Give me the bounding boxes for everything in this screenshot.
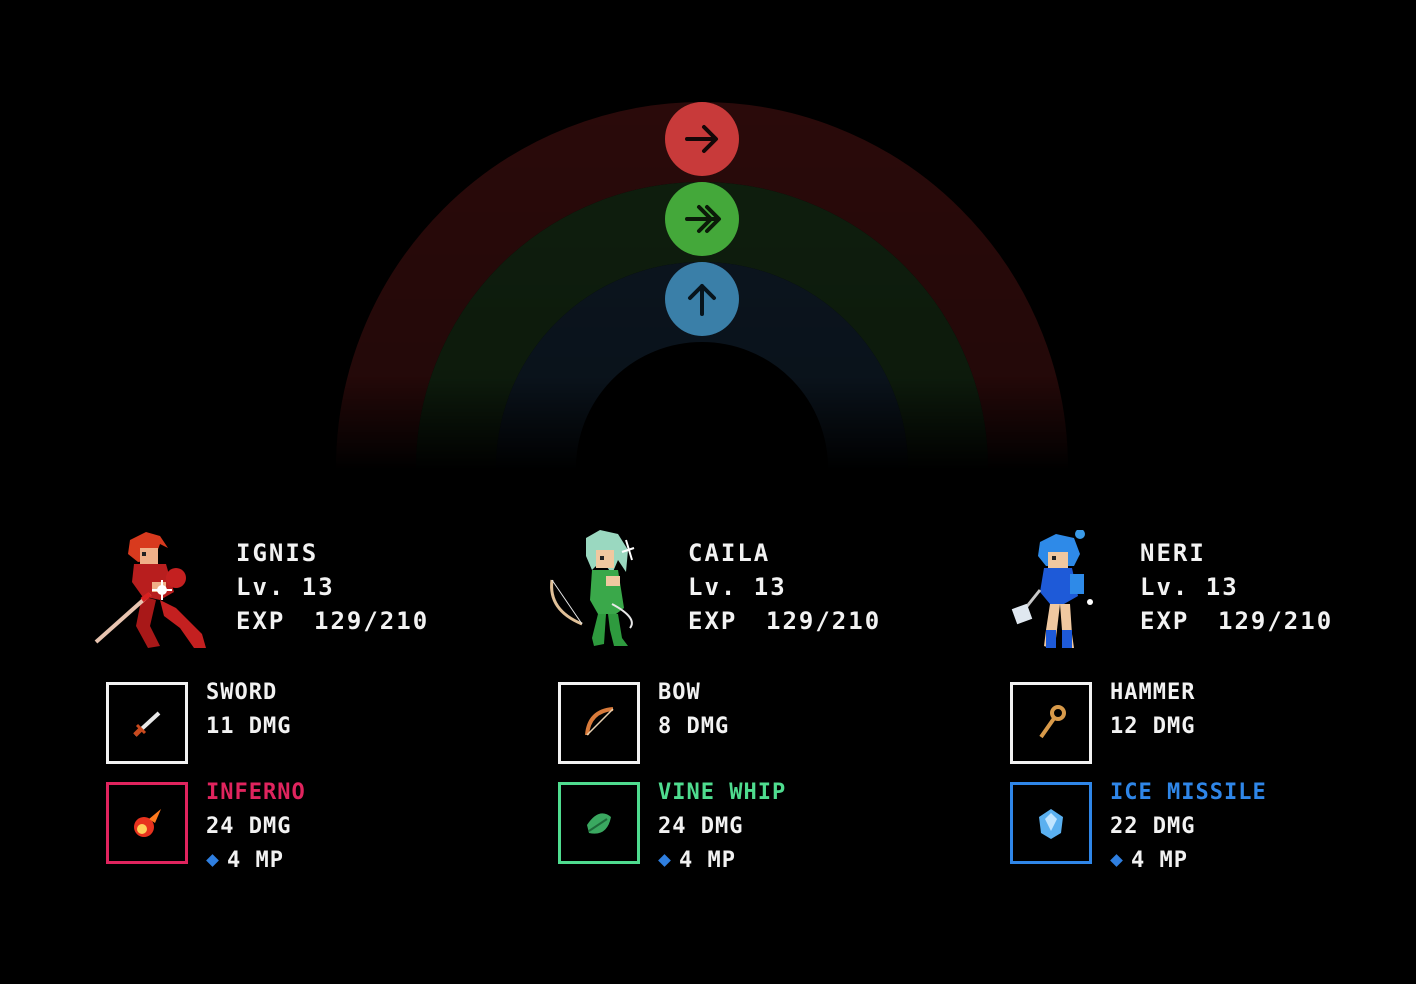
exp-value: 129/210: [1218, 607, 1334, 635]
weapon-slot[interactable]: [558, 682, 640, 764]
mp-gem-icon: [1110, 853, 1123, 867]
weapon-stats: HAMMER 12 DMG: [1110, 676, 1195, 744]
character-card-ignis[interactable]: IGNIS Lv. 13 EXP 129/210 SWORD 11 DMG INF…: [90, 530, 510, 890]
weapon-stats: BOW 8 DMG: [658, 676, 729, 744]
exp-label: EXP: [1140, 607, 1190, 635]
weapon-slot[interactable]: [1010, 682, 1092, 764]
exp-value: 129/210: [766, 607, 882, 635]
weapon-damage: 8 DMG: [658, 714, 730, 739]
skill-mp: 4 MP: [1110, 844, 1267, 878]
red-swordsman-portrait: [94, 532, 206, 648]
skill-stats: ICE MISSILE 22 DMG 4 MP: [1110, 776, 1267, 878]
leaf-icon: [587, 813, 611, 834]
skill-slot[interactable]: [1010, 782, 1092, 864]
character-info: NERI Lv. 13 EXP 129/210: [1140, 536, 1333, 638]
character-name: NERI: [1140, 539, 1206, 567]
skill-stats: VINE WHIP 24 DMG 4 MP: [658, 776, 786, 878]
mp-gem-icon: [206, 853, 219, 867]
character-exp: EXP 129/210: [688, 604, 881, 638]
character-info: CAILA Lv. 13 EXP 129/210: [688, 536, 881, 638]
skill-stats: INFERNO 24 DMG 4 MP: [206, 776, 306, 878]
character-name: IGNIS: [236, 539, 319, 567]
blue-hammer-girl-portrait: [1011, 530, 1093, 648]
exp-label: EXP: [688, 607, 738, 635]
skill-mp: 4 MP: [206, 844, 306, 878]
character-level: Lv. 13: [688, 573, 787, 601]
character-name: CAILA: [688, 539, 771, 567]
skill-mp-value: 4 MP: [679, 848, 736, 873]
skill-mp-value: 4 MP: [1131, 848, 1188, 873]
up-button[interactable]: [665, 262, 739, 336]
skill-name: INFERNO: [206, 780, 306, 805]
skill-damage: 22 DMG: [1110, 814, 1196, 839]
double-arrow-right-icon: [685, 205, 721, 233]
weapon-stats: SWORD 11 DMG: [206, 676, 291, 744]
weapon-name: BOW: [658, 680, 701, 705]
ice-crystal-icon: [1039, 809, 1063, 839]
sword-icon: [133, 711, 161, 737]
character-card-caila[interactable]: CAILA Lv. 13 EXP 129/210 BOW 8 DMG VINE W…: [542, 530, 962, 890]
character-level: Lv. 13: [1140, 573, 1239, 601]
skill-mp-value: 4 MP: [227, 848, 284, 873]
fast-forward-button[interactable]: [665, 182, 739, 256]
exp-label: EXP: [236, 607, 286, 635]
skill-name: VINE WHIP: [658, 780, 787, 805]
fireball-icon: [134, 809, 161, 837]
character-info: IGNIS Lv. 13 EXP 129/210: [236, 536, 429, 638]
skill-mp: 4 MP: [658, 844, 786, 878]
skill-name: ICE MISSILE: [1110, 780, 1267, 805]
mp-gem-icon: [658, 853, 671, 867]
hammer-icon: [1039, 705, 1066, 739]
character-exp: EXP 129/210: [236, 604, 429, 638]
skill-slot[interactable]: [558, 782, 640, 864]
weapon-slot[interactable]: [106, 682, 188, 764]
weapon-name: SWORD: [206, 680, 278, 705]
weapon-damage: 12 DMG: [1110, 714, 1196, 739]
bow-icon: [585, 707, 614, 736]
arrow-up-icon: [688, 284, 716, 316]
advance-button[interactable]: [665, 102, 739, 176]
exp-value: 129/210: [314, 607, 430, 635]
weapon-name: HAMMER: [1110, 680, 1196, 705]
skill-damage: 24 DMG: [658, 814, 744, 839]
character-level: Lv. 13: [236, 573, 335, 601]
skill-damage: 24 DMG: [206, 814, 292, 839]
green-archer-portrait: [550, 530, 635, 646]
skill-slot[interactable]: [106, 782, 188, 864]
weapon-damage: 11 DMG: [206, 714, 292, 739]
character-card-neri[interactable]: NERI Lv. 13 EXP 129/210 HAMMER 12 DMG ICE…: [994, 530, 1414, 890]
arrow-right-icon: [685, 125, 718, 153]
character-exp: EXP 129/210: [1140, 604, 1333, 638]
